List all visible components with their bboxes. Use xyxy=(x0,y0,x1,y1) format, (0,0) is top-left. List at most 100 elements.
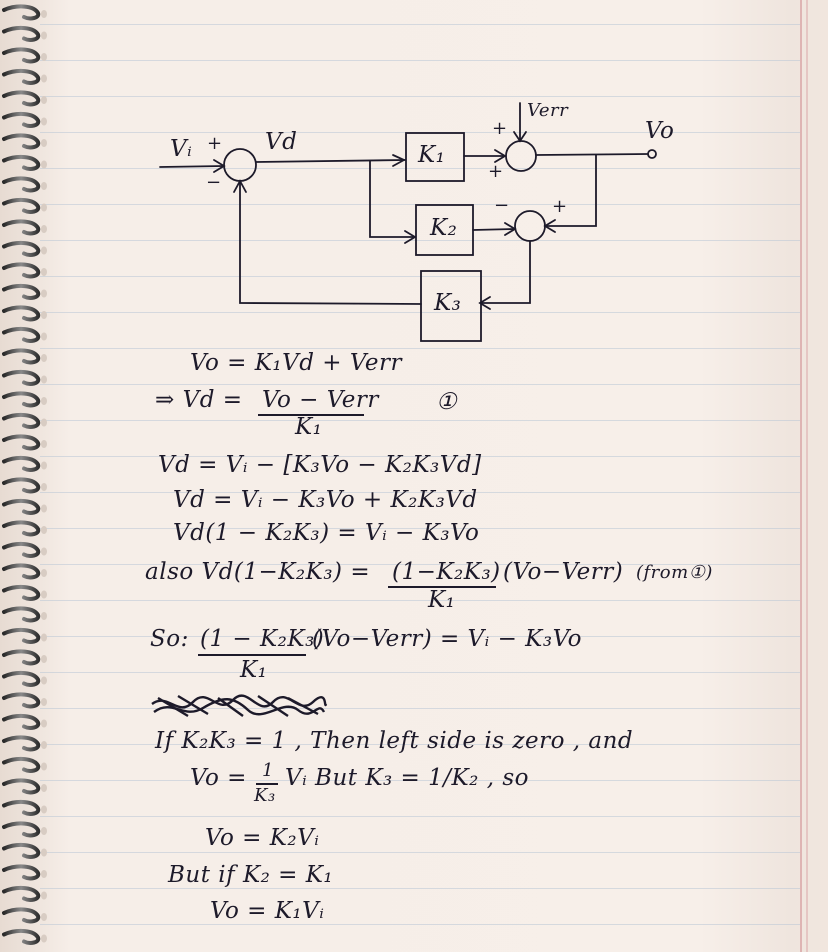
spiral-coil xyxy=(2,842,41,859)
spiral-hole xyxy=(41,397,47,405)
spiral-coil xyxy=(2,477,41,494)
spiral-hole xyxy=(41,612,47,620)
margin-line xyxy=(800,0,802,952)
spiral-hole xyxy=(41,311,47,319)
spiral-hole xyxy=(41,504,47,513)
top-summing-junction xyxy=(505,140,537,172)
spiral-coil xyxy=(2,412,41,429)
spiral-hole xyxy=(41,805,47,814)
spiral-coil xyxy=(2,25,41,42)
spiral-hole xyxy=(41,891,47,900)
spiral-hole xyxy=(41,913,47,921)
spiral-coil xyxy=(2,520,41,537)
spiral-hole xyxy=(41,676,47,685)
equation-11: But if K₂ = K₁ xyxy=(168,862,334,888)
spiral-hole xyxy=(41,934,47,943)
equation-4: Vd = Vᵢ − K₃Vo + K₂K₃Vd xyxy=(173,487,478,513)
equation-7-prefix: So: xyxy=(150,626,189,652)
spiral-coil xyxy=(2,713,41,730)
spiral-hole xyxy=(41,655,47,663)
k3-block-label: K₃ xyxy=(434,290,462,316)
spiral-coil xyxy=(2,348,41,365)
equation-6-denominator: K₁ xyxy=(428,587,456,613)
spiral-coil xyxy=(2,111,41,128)
equation-12: Vo = K₁Vᵢ xyxy=(210,898,325,924)
spiral-hole xyxy=(41,547,47,556)
equation-10: Vo = K₂Vᵢ xyxy=(205,825,320,851)
spiral-coil xyxy=(2,498,41,515)
equation-7-fraction-bar xyxy=(198,654,306,656)
equation-9-fraction-bar xyxy=(256,783,278,785)
spiral-coil xyxy=(2,262,41,279)
equation-1: Vo = K₁Vd + Verr xyxy=(190,350,402,376)
spiral-hole xyxy=(41,203,47,212)
spiral-coil xyxy=(2,455,41,472)
equation-7-denominator: K₁ xyxy=(240,657,268,683)
margin-line-2 xyxy=(806,0,808,952)
spiral-coil xyxy=(2,219,41,236)
spiral-hole xyxy=(41,139,47,147)
spiral-hole xyxy=(41,569,47,577)
spiral-coil xyxy=(2,240,41,257)
spiral-coil xyxy=(2,90,41,107)
spiral-hole xyxy=(41,762,47,771)
equation-6-fraction-bar xyxy=(388,586,496,588)
spiral-coil xyxy=(2,391,41,408)
equation-6-prefix: also Vd(1−K₂K₃) = xyxy=(145,559,371,585)
spiral-coil xyxy=(2,176,41,193)
k1-block xyxy=(405,132,465,182)
spiral-hole xyxy=(41,332,47,341)
spiral-coil xyxy=(2,369,41,386)
spiral-coil xyxy=(2,864,41,881)
output-node xyxy=(647,149,657,159)
spiral-binding xyxy=(2,4,47,945)
spiral-hole xyxy=(41,117,47,126)
equation-9-denominator: K₃ xyxy=(254,785,276,806)
spiral-coil xyxy=(2,47,41,64)
spiral-coil xyxy=(2,197,41,214)
spiral-hole xyxy=(41,246,47,255)
vi-label: Vᵢ xyxy=(170,136,193,162)
equation-5: Vd(1 − K₂K₃) = Vᵢ − K₃Vo xyxy=(173,520,480,546)
k2-block-label: K₂ xyxy=(430,215,458,241)
k1-plus-sign: + xyxy=(488,161,504,182)
spiral-hole xyxy=(41,440,47,448)
spiral-coil xyxy=(2,326,41,343)
input-summing-junction xyxy=(223,148,257,182)
spiral-coil xyxy=(2,649,41,666)
spiral-hole xyxy=(41,483,47,491)
spiral-coil xyxy=(2,584,41,601)
vd-label: Vd xyxy=(265,129,298,155)
spiral-coil xyxy=(2,68,41,85)
equation-6-note: (from①) xyxy=(636,562,713,583)
equation-2-prefix: ⇒ Vd = xyxy=(155,387,243,413)
equation-9-prefix: Vo = xyxy=(190,765,247,791)
equation-9-numerator: 1 xyxy=(262,760,274,781)
spiral-coil xyxy=(2,907,41,924)
spiral-hole xyxy=(41,698,47,706)
equation-2-denominator: K₁ xyxy=(295,414,323,440)
spiral-coil xyxy=(2,670,41,687)
spiral-hole xyxy=(41,31,47,40)
spiral-hole xyxy=(41,354,47,362)
equation-2-fraction-bar xyxy=(258,414,364,416)
spiral-hole xyxy=(41,418,47,427)
spiral-hole xyxy=(41,741,47,749)
spiral-coil xyxy=(2,627,41,644)
input-plus-sign: + xyxy=(207,133,223,154)
spiral-coil xyxy=(2,928,41,945)
mid-plus-sign: + xyxy=(552,196,568,217)
input-minus-sign: − xyxy=(206,172,222,193)
spiral-coil xyxy=(2,154,41,171)
spiral-hole xyxy=(41,74,47,83)
spiral-hole xyxy=(41,53,47,61)
spiral-hole xyxy=(41,160,47,169)
spiral-coil xyxy=(2,434,41,451)
spiral-hole xyxy=(41,633,47,642)
spiral-hole xyxy=(41,225,47,233)
crossed-out-scribble xyxy=(151,694,328,718)
equation-8: If K₂K₃ = 1 , Then left side is zero , a… xyxy=(155,728,634,754)
spiral-hole xyxy=(41,289,47,298)
verr-label: Verr xyxy=(527,100,569,121)
